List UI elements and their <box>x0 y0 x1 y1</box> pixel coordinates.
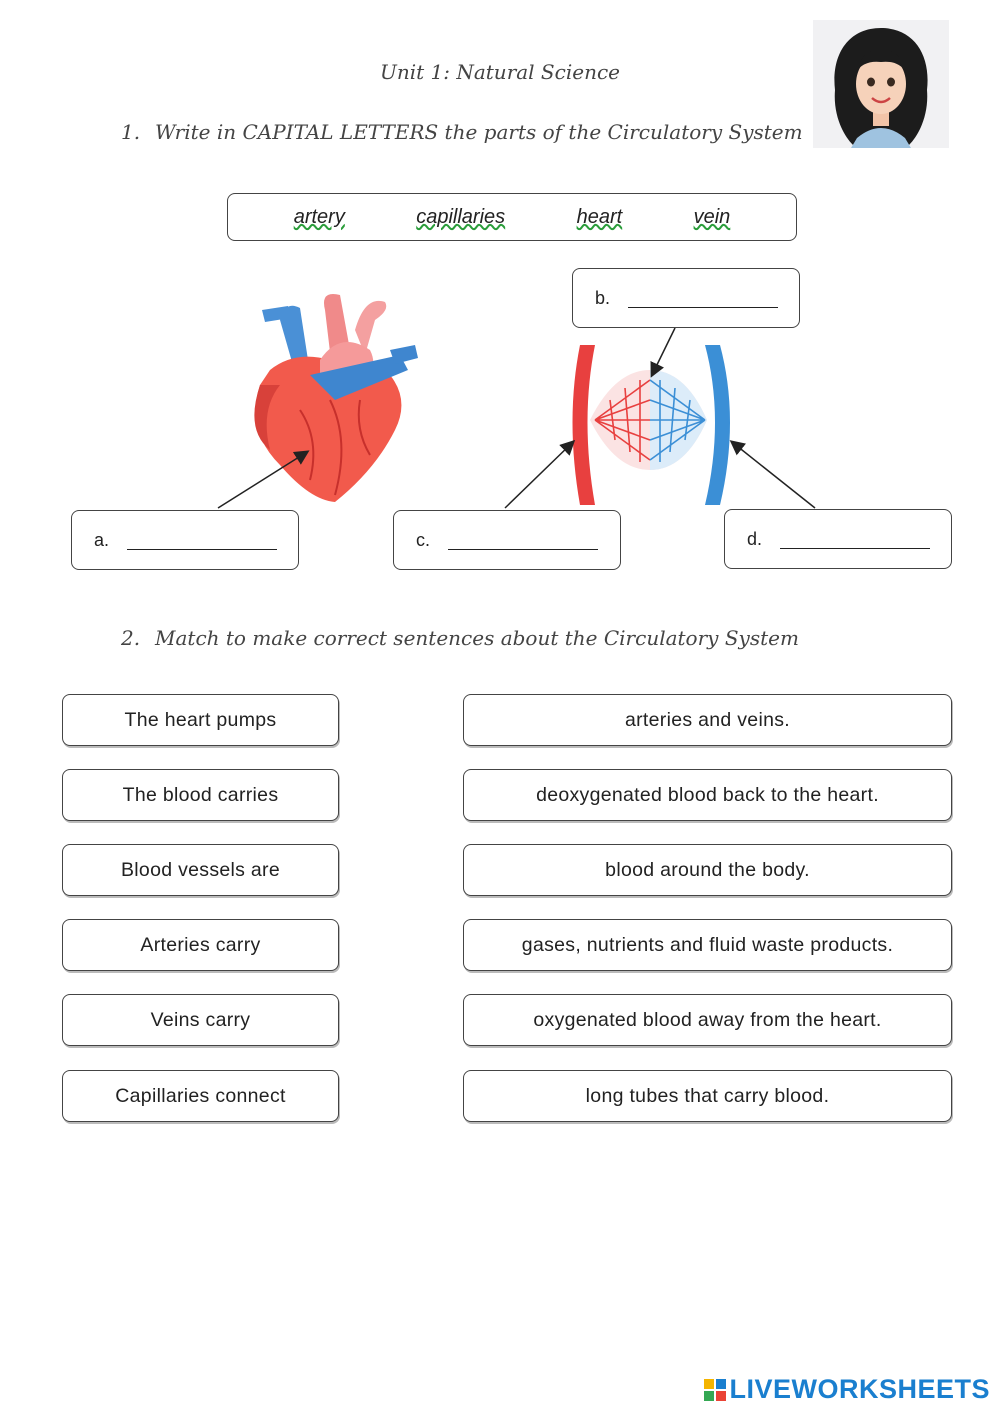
match-right-item[interactable]: oxygenated blood away from the heart. <box>463 994 952 1046</box>
match-left-item[interactable]: Blood vessels are <box>62 844 339 896</box>
match-right-item[interactable]: arteries and veins. <box>463 694 952 746</box>
match-right-item[interactable]: deoxygenated blood back to the heart. <box>463 769 952 821</box>
question-1-number: 1. <box>121 120 141 144</box>
label-letter: d. <box>747 528 763 549</box>
label-letter: b. <box>595 287 611 308</box>
liveworksheets-logo: LIVEWORKSHEETS <box>704 1374 990 1405</box>
match-right-item[interactable]: gases, nutrients and fluid waste product… <box>463 919 952 971</box>
match-left-item[interactable]: Capillaries connect <box>62 1070 339 1122</box>
word-bank-item: heart <box>576 205 623 228</box>
word-bank-item: capillaries <box>416 205 506 228</box>
label-letter: a. <box>94 529 110 550</box>
blood-vessels-illustration <box>572 345 730 505</box>
word-bank-item: vein <box>693 205 731 228</box>
match-right-item[interactable]: blood around the body. <box>463 844 952 896</box>
label-arrows <box>217 327 816 509</box>
match-left-item[interactable]: Veins carry <box>62 994 339 1046</box>
label-box-a: a. <box>71 510 299 570</box>
match-left-item[interactable]: The heart pumps <box>62 694 339 746</box>
brand-name: LIVEWORKSHEETS <box>729 1374 990 1404</box>
answer-field-c[interactable] <box>448 531 599 550</box>
match-left-item[interactable]: The blood carries <box>62 769 339 821</box>
avatar <box>813 20 949 148</box>
word-bank: artery capillaries heart vein <box>227 193 797 241</box>
question-1-text: Write in CAPITAL LETTERS the parts of th… <box>155 120 803 144</box>
question-1: 1. Write in CAPITAL LETTERS the parts of … <box>121 120 803 144</box>
label-letter: c. <box>416 529 431 550</box>
label-box-b: b. <box>572 268 800 328</box>
question-2: 2. Match to make correct sentences about … <box>121 626 799 650</box>
answer-field-b[interactable] <box>628 289 779 308</box>
page-title: Unit 1: Natural Science <box>380 60 620 84</box>
word-bank-item: artery <box>293 205 345 228</box>
answer-field-d[interactable] <box>780 530 931 549</box>
heart-illustration <box>254 294 418 502</box>
brand-grid-icon <box>704 1378 727 1401</box>
label-box-c: c. <box>393 510 621 570</box>
match-left-item[interactable]: Arteries carry <box>62 919 339 971</box>
answer-field-a[interactable] <box>127 531 278 550</box>
question-2-text: Match to make correct sentences about th… <box>155 626 799 650</box>
label-box-d: d. <box>724 509 952 569</box>
match-right-item[interactable]: long tubes that carry blood. <box>463 1070 952 1122</box>
question-2-number: 2. <box>121 626 141 650</box>
